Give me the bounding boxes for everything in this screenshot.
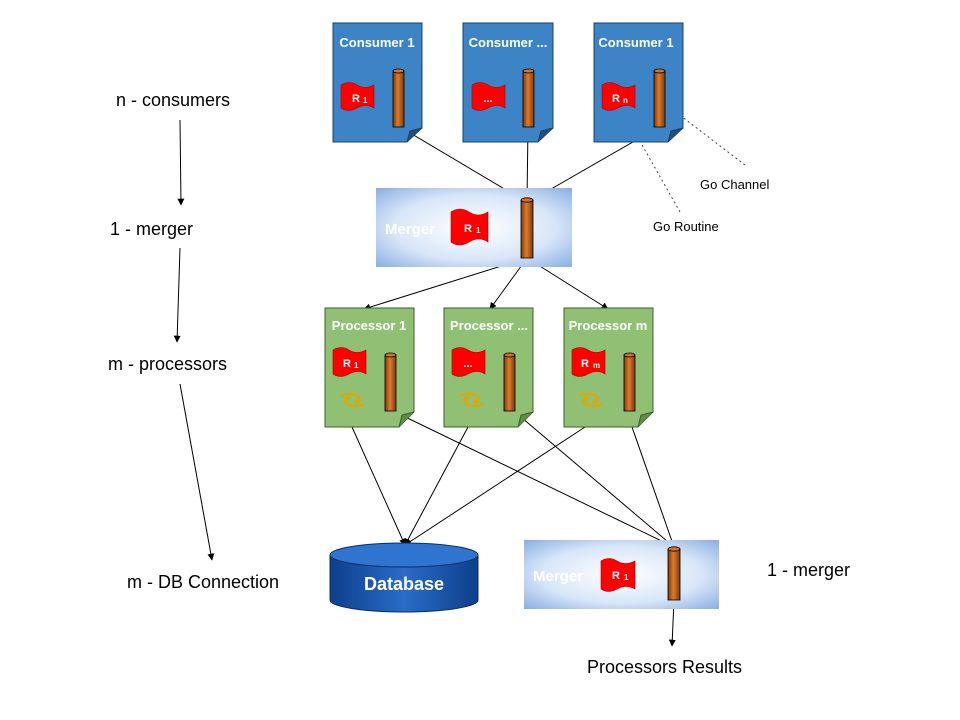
go-channel-icon [522,68,535,128]
routine-label: ... [463,358,472,370]
routine-index: m [593,361,600,370]
routine-index: 1 [624,573,629,582]
consumer-box-3: Consumer 1 R n [593,22,684,143]
go-routine-icon: R 1 [340,82,375,111]
merger-title: Merger [533,568,583,585]
label-1-merger-top: 1 - merger [110,219,193,239]
processors-results-label: Processors Results [587,657,742,677]
arrow-p2-to-db [404,426,469,546]
routine-index: 1 [354,361,359,370]
processor-box-2: Processor ... ... [443,307,534,428]
merger-top: Merger R 1 [376,188,572,267]
go-channel-icon [623,352,636,412]
go-routine-icon: R 1 [600,558,636,592]
processor-box-1: Processor 1 R 1 [324,307,415,428]
go-routine-icon: ... [451,347,486,377]
go-routine-icon: R m [571,347,606,377]
go-channel-icon [392,68,405,128]
go-channel-icon [667,546,681,601]
merger-bottom: Merger R 1 [524,540,719,609]
go-routine-icon: R 1 [332,347,367,377]
go-channel-icon [384,352,397,412]
loop-icon [340,392,365,408]
arrow-p3-to-results [631,426,676,548]
go-channel-label: Go Channel [700,177,769,192]
processor-title: Processor ... [450,318,528,333]
processor-title: Processor m [569,318,648,333]
routine-label: R [612,570,620,582]
consumer-title: Consumer 1 [598,35,673,50]
go-routine-icon: ... [471,82,506,111]
arrow-p2-to-results [514,411,675,548]
routine-index: n [623,96,628,105]
arrow-p1-to-results [394,411,675,548]
consumer-title: Consumer 1 [339,35,414,50]
label-m-db-connection: m - DB Connection [127,572,279,592]
consumer-box-2: Consumer ... ... [462,22,554,143]
routine-label: ... [483,93,492,105]
loop-icon [578,392,603,408]
routine-label: R [352,93,360,105]
go-channel-icon [503,352,516,412]
routine-label: R [464,223,472,235]
go-channel-icon [653,68,666,128]
go-routine-pointer [623,112,681,213]
label-1-merger-bottom: 1 - merger [767,560,850,580]
routine-index: 1 [476,226,481,235]
consumer-title: Consumer ... [469,35,548,50]
go-routine-label: Go Routine [653,219,719,234]
processor-title: Processor 1 [332,318,406,333]
routine-label: R [612,93,620,105]
arrow-left-2 [173,247,181,343]
arrow-left-3 [179,383,215,561]
routine-label: R [581,358,589,370]
processor-box-3: Processor m R m [563,307,654,428]
arrow-left-1 [177,119,185,206]
arrow-p3-to-db [404,426,586,546]
arrow-consumer1-to-merger [399,126,524,201]
routine-label: R [343,358,351,370]
arrow-p1-to-db [351,426,406,546]
database-cylinder: Database [329,542,479,613]
routine-index: 1 [363,96,368,105]
label-n-consumers: n - consumers [116,90,230,110]
merger-title: Merger [385,221,435,238]
go-routine-icon: R 1 [450,208,489,246]
go-channel-icon [520,197,534,259]
consumer-box-1: Consumer 1 R 1 [332,22,423,143]
database-label: Database [364,574,444,594]
loop-icon [459,392,484,408]
label-m-processors: m - processors [108,354,227,374]
go-routine-icon: R n [601,82,636,111]
